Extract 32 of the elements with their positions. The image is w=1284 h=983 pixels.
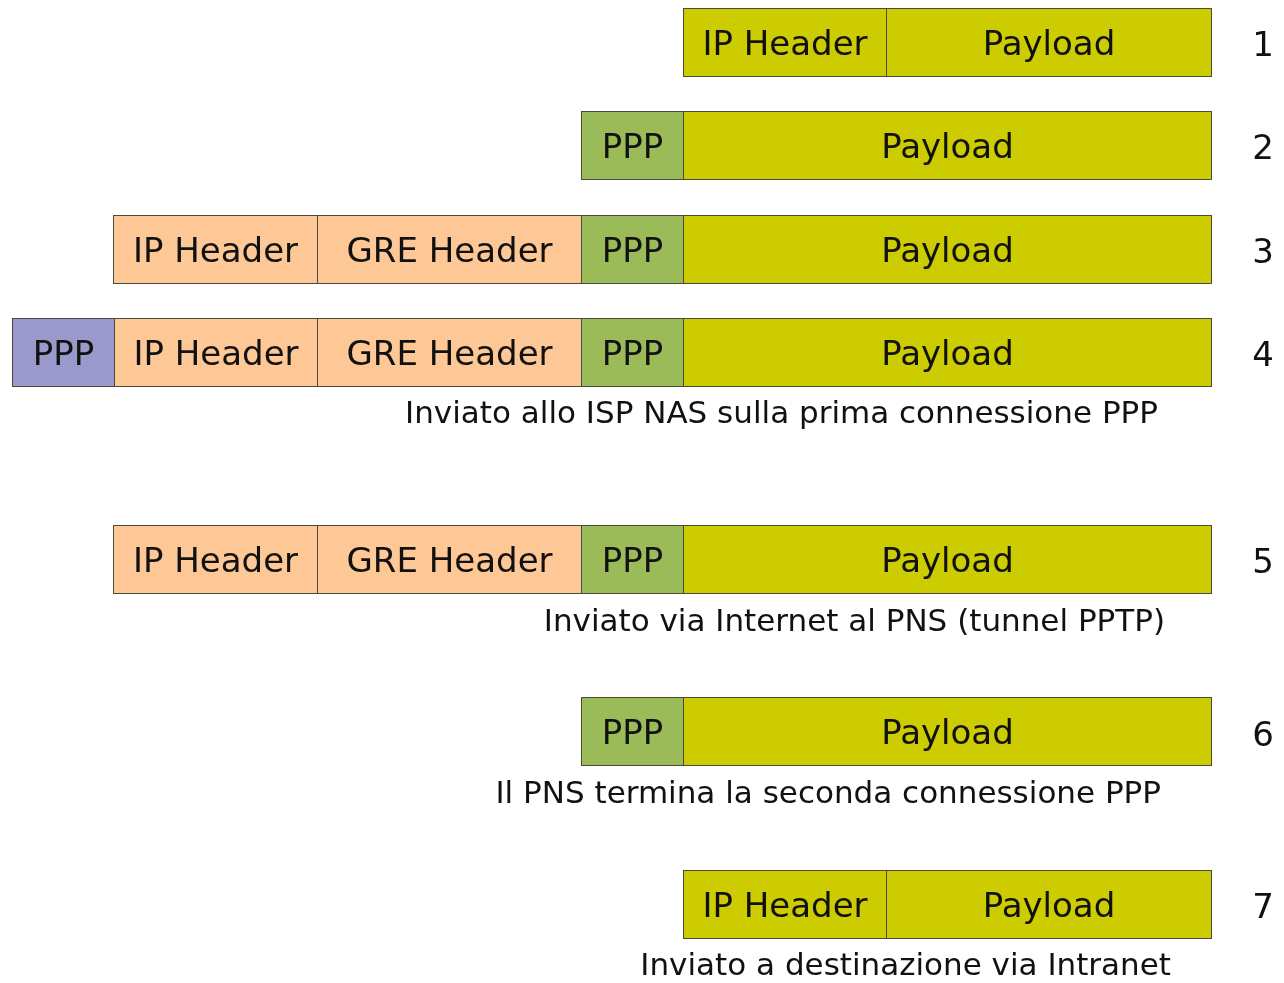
header-field: PPP: [581, 525, 684, 594]
header-field: IP Header: [683, 870, 887, 939]
row-number: 3: [1251, 231, 1275, 271]
header-field: PPP: [581, 318, 684, 387]
header-field: GRE Header: [317, 525, 582, 594]
row-number: 7: [1251, 886, 1275, 926]
header-field: PPP: [581, 697, 684, 766]
header-field: GRE Header: [317, 318, 582, 387]
header-field: Payload: [683, 697, 1212, 766]
header-field: Payload: [683, 318, 1212, 387]
header-field: Payload: [683, 525, 1212, 594]
header-field: IP Header: [114, 318, 318, 387]
row-number: 4: [1251, 334, 1275, 374]
row-number: 1: [1251, 24, 1275, 64]
row-number: 2: [1251, 127, 1275, 167]
header-field: PPP: [581, 215, 684, 284]
header-field: IP Header: [113, 215, 318, 284]
header-field: Payload: [886, 870, 1212, 939]
row-number: 5: [1251, 541, 1275, 581]
caption-text: Inviato a destinazione via Intranet: [640, 946, 1171, 982]
caption-text: Inviato via Internet al PNS (tunnel PPTP): [543, 602, 1165, 638]
header-field: Payload: [886, 8, 1212, 77]
header-field: IP Header: [113, 525, 318, 594]
header-field: Payload: [683, 215, 1212, 284]
header-field: Payload: [683, 111, 1212, 180]
header-field: PPP: [581, 111, 684, 180]
header-field: IP Header: [683, 8, 887, 77]
row-number: 6: [1251, 714, 1275, 754]
header-field: GRE Header: [317, 215, 582, 284]
caption-text: Il PNS termina la seconda connessione PPP: [495, 774, 1161, 810]
header-field: PPP: [12, 318, 115, 387]
caption-text: Inviato allo ISP NAS sulla prima connessione PPP: [405, 394, 1158, 430]
